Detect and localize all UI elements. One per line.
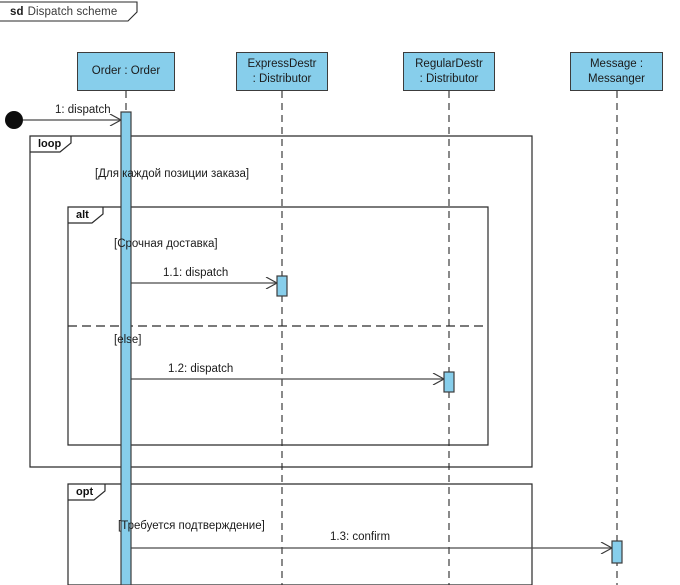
message-label-m1_3: 1.3: confirm (330, 531, 391, 543)
fragment-operator-alt: alt (76, 209, 89, 221)
message-label-m1: 1: dispatch (55, 104, 111, 116)
lifeline-label-line2: : Distributor (252, 72, 312, 85)
frame-label-outline (0, 1, 138, 22)
found-message-start-icon (5, 111, 23, 129)
activation-bars (120, 111, 623, 585)
diagram-frame-label: sd Dispatch scheme (0, 2, 137, 21)
fragment-guard-opt: [Требуется подтверждение] (118, 520, 265, 532)
fragment-operator-opt: opt (76, 486, 94, 498)
fragment-border-alt (67, 206, 489, 446)
found-message-start (5, 111, 23, 129)
lifeline-label-line1: Message : (589, 57, 644, 70)
act-messenger[interactable] (611, 540, 623, 564)
fragment-shapes (29, 135, 533, 585)
fragment-guard-alt-1: [else] (114, 334, 142, 346)
lifeline-label-line2: : Distributor (419, 72, 479, 85)
fragment-border-loop (29, 135, 533, 468)
message-label-m1_1: 1.1: dispatch (163, 267, 229, 279)
lifeline-label-line1: Order : Order (91, 65, 161, 77)
fragment-guard-alt: [Срочная доставка] (114, 238, 218, 250)
lifeline-header-order[interactable]: Order : Order (77, 52, 175, 91)
frame-keyword: sd (10, 5, 24, 18)
act-express[interactable] (276, 275, 288, 297)
act-regular[interactable] (443, 371, 455, 393)
fragment-operator-loop: loop (38, 138, 62, 150)
act-order[interactable] (120, 111, 132, 585)
frame-label-tab (0, 1, 138, 22)
lifeline-label-line2: Messanger (588, 72, 645, 85)
lifeline-header-regular[interactable]: RegularDestr : Distributor (403, 52, 495, 91)
fragment-guard-loop: [Для каждой позиции заказа] (95, 168, 250, 180)
fragment-tag-shape-loop (30, 136, 72, 153)
lifeline-label-line1: RegularDestr (415, 57, 483, 70)
lifeline-header-express[interactable]: ExpressDestr : Distributor (236, 52, 328, 91)
fragment-tag-shape-opt (68, 484, 106, 501)
fragment-tag-shape-alt (68, 207, 104, 224)
message-arrows (23, 120, 612, 548)
lifeline-stems (125, 91, 618, 585)
message-label-m1_2: 1.2: dispatch (168, 363, 234, 375)
page-title: Dispatch scheme (27, 5, 118, 18)
lifeline-label-line1: ExpressDestr (247, 57, 317, 70)
lifeline-header-messenger[interactable]: Message : Messanger (570, 52, 663, 91)
fragment-border-opt (67, 483, 533, 585)
